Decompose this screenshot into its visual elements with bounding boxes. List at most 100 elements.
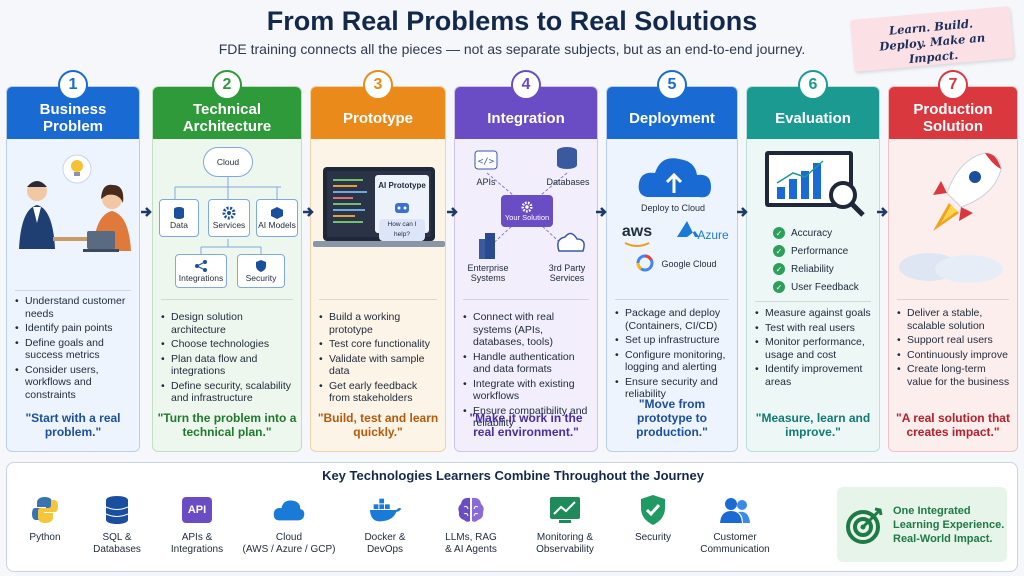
step-title: Deployment bbox=[629, 109, 715, 127]
step-title: Evaluation bbox=[775, 109, 851, 127]
check-icon: ✓ bbox=[773, 263, 785, 275]
bullet-item: Set up infrastructure bbox=[615, 334, 733, 347]
docker-icon bbox=[369, 498, 402, 522]
apis-label: APIs bbox=[476, 177, 496, 187]
step-bullets: Connect with real systems (APIs, databas… bbox=[463, 311, 593, 432]
step-integration: Integration </> APIs Databases Your Solu… bbox=[454, 86, 598, 452]
bullet-item: Deliver a stable, scalable solution bbox=[897, 307, 1013, 332]
tech-label: Databases bbox=[93, 544, 141, 555]
prototype-screen-title: AI Prototype bbox=[378, 181, 426, 190]
cube-icon bbox=[271, 207, 283, 219]
tech-label: Security bbox=[634, 532, 672, 543]
bullet-item: Monitor performance, usage and cost bbox=[755, 336, 875, 361]
analytics-monitor-illustration bbox=[765, 151, 865, 217]
tech-cloud: Cloud(AWS / Azure / GCP) bbox=[241, 493, 337, 556]
bullet-item: Identify pain points bbox=[15, 322, 135, 335]
share-icon bbox=[195, 260, 207, 272]
step-bullets: Measure against goals Test with real use… bbox=[755, 307, 875, 390]
impact-text: Real-World Impact. bbox=[893, 532, 993, 545]
python-icon bbox=[32, 497, 58, 523]
step-number-badge: 2 bbox=[212, 70, 242, 100]
tech-label: Communication bbox=[700, 544, 770, 555]
tech-sql-databases: SQL &Databases bbox=[69, 493, 165, 556]
cloud-upload-illustration bbox=[624, 158, 711, 272]
ai-models-node: AI Models bbox=[256, 199, 298, 237]
bullet-item: Measure against goals bbox=[755, 307, 875, 320]
tech-apis: API APIs &Integrations bbox=[149, 493, 245, 556]
step-quote: "Make it work in the real environment." bbox=[469, 411, 583, 439]
arrow-right-icon bbox=[141, 207, 152, 217]
architecture-diagram-lines bbox=[174, 177, 281, 254]
bullet-item: Continuously improve bbox=[897, 349, 1013, 362]
cloud-icon bbox=[273, 500, 305, 521]
monitoring-icon bbox=[550, 497, 580, 523]
tech-llms: LLMs, RAG& AI Agents bbox=[423, 493, 519, 556]
step-quote: "Start with a real problem." bbox=[25, 411, 121, 439]
check-item: ✓User Feedback bbox=[773, 281, 859, 293]
bullet-item: Design solution architecture bbox=[161, 311, 297, 336]
page-subtitle: FDE training connects all the pieces — n… bbox=[218, 41, 806, 57]
tech-monitoring: Monitoring &Observability bbox=[517, 493, 613, 556]
impact-text: Learning Experience. bbox=[893, 518, 1005, 531]
bullet-item: Test with real users bbox=[755, 322, 875, 335]
target-icon bbox=[846, 507, 883, 544]
solution-hub: Your Solution bbox=[501, 195, 553, 227]
services-node: Services bbox=[208, 199, 250, 237]
bullet-item: Define security, scalability and infrast… bbox=[161, 380, 297, 405]
tech-label: Observability bbox=[536, 544, 594, 555]
api-icon: API bbox=[182, 497, 212, 523]
deploy-to-cloud-label: Deploy to Cloud bbox=[640, 203, 706, 213]
step-bullets: Design solution architecture Choose tech… bbox=[161, 311, 297, 407]
bullet-item: Integrate with existing workflows bbox=[463, 378, 593, 403]
step-number-badge: 3 bbox=[363, 70, 393, 100]
tech-label: (AWS / Azure / GCP) bbox=[242, 544, 336, 555]
step-header: Technical Architecture bbox=[153, 87, 301, 139]
bullet-item: Create long-term value for the business bbox=[897, 363, 1013, 388]
laptop-illustration bbox=[313, 167, 445, 247]
brain-icon bbox=[458, 497, 484, 522]
tech-label: Integrations bbox=[170, 544, 224, 555]
bullet-item: Choose technologies bbox=[161, 338, 297, 351]
business-meeting-illustration bbox=[19, 154, 131, 252]
arrow-right-icon bbox=[737, 207, 748, 217]
step-business-problem: Business Problem Understand customer nee… bbox=[6, 86, 140, 452]
data-node: Data bbox=[159, 199, 199, 237]
step-quote: "Build, test and learn quickly." bbox=[317, 411, 439, 439]
bullet-item: Ensure compatibility and reliability bbox=[463, 405, 593, 430]
integrations-node: Integrations bbox=[175, 254, 227, 288]
third-party-label: 3rd Party Services bbox=[548, 263, 586, 283]
bullet-item: Handle authentication and data formats bbox=[463, 351, 593, 376]
step-number-badge: 1 bbox=[58, 70, 88, 100]
check-icon: ✓ bbox=[773, 281, 785, 293]
technologies-panel: Key Technologies Learners Combine Throug… bbox=[6, 462, 1018, 572]
bullet-item: Validate with sample data bbox=[319, 353, 441, 378]
bullet-item: Configure monitoring, logging and alerti… bbox=[615, 349, 733, 374]
page-title: From Real Problems to Real Solutions bbox=[266, 6, 758, 36]
rocket-icon bbox=[899, 152, 1003, 283]
step-production-solution: Production Solution Deliver a stable, sc… bbox=[888, 86, 1018, 452]
chat-prompt-bubble: How can I help? bbox=[379, 219, 425, 241]
google-cloud-logo-text: Google Cloud bbox=[661, 259, 717, 269]
arrow-right-icon bbox=[877, 207, 888, 217]
arrow-right-icon bbox=[303, 207, 314, 217]
people-icon bbox=[720, 498, 750, 523]
shield-icon bbox=[641, 495, 665, 525]
tech-label: Cloud bbox=[275, 532, 303, 543]
step-quote: "A real solution that creates impact." bbox=[896, 411, 1010, 439]
bullet-item: Ensure security and reliability bbox=[615, 376, 733, 401]
aws-logo-text: aws bbox=[621, 223, 653, 240]
bullet-item: Consider users, workflows and constraint… bbox=[15, 364, 135, 402]
step-title: Business Problem bbox=[39, 101, 107, 135]
check-item: ✓Accuracy bbox=[773, 227, 832, 239]
tech-label: Docker & bbox=[364, 532, 406, 543]
tech-docker: Docker &DevOps bbox=[337, 493, 433, 556]
step-number-badge: 5 bbox=[657, 70, 687, 100]
tech-label: APIs & bbox=[181, 532, 213, 543]
step-prototype: Prototype AI Prototype How can I help? B… bbox=[310, 86, 446, 452]
tech-label: Monitoring & bbox=[536, 532, 594, 543]
gear-icon bbox=[521, 200, 533, 213]
tech-label: DevOps bbox=[366, 544, 404, 555]
cloud-node: Cloud bbox=[203, 147, 253, 177]
database-icon bbox=[105, 496, 129, 524]
